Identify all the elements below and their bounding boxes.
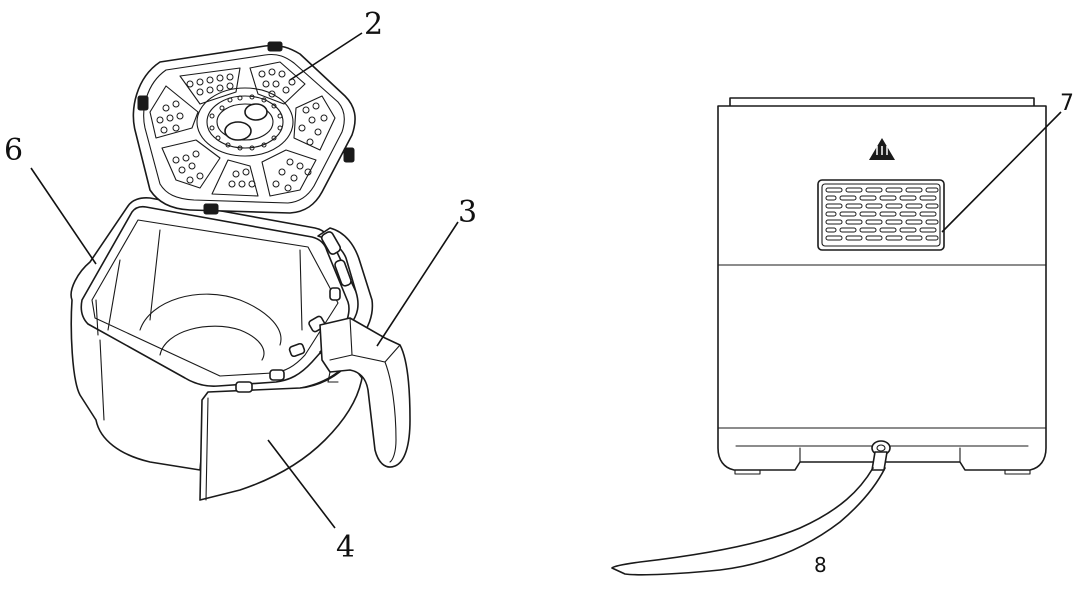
leader-4 [267, 439, 336, 529]
air-outlet-grille [817, 179, 945, 251]
tray-clip [343, 147, 355, 163]
tray-clip [203, 203, 219, 215]
callout-3: 3 [458, 195, 477, 230]
tray-clip [137, 95, 149, 111]
basket-front-panel [199, 361, 363, 501]
tray-clip [267, 41, 283, 52]
crisper-tray [132, 41, 356, 215]
callout-6: 6 [4, 133, 23, 168]
fryer-body [717, 105, 1047, 471]
hot-surface-warning-icon [869, 138, 895, 160]
power-cord [611, 440, 891, 576]
leader-6 [30, 167, 97, 265]
callout-2: 2 [364, 7, 383, 42]
leader-2 [289, 32, 363, 81]
basket-drawing [70, 41, 411, 501]
tray-holes [156, 68, 328, 192]
leader-lines [30, 32, 1062, 529]
callout-8: 8 [814, 553, 827, 577]
callout-4: 4 [336, 530, 355, 565]
leader-3 [376, 221, 459, 347]
callout-7: 7 [1060, 91, 1074, 116]
basket-handle [319, 317, 411, 468]
fryer-back-drawing [611, 97, 1047, 576]
leader-7 [941, 111, 1062, 233]
basket-bottom [139, 293, 282, 346]
